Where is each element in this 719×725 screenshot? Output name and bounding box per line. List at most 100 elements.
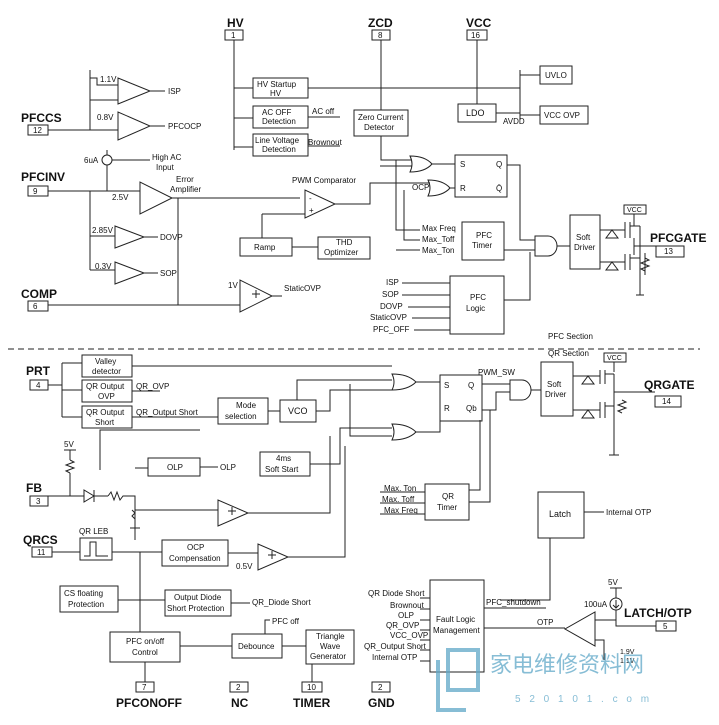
soft-driver-qr [540,361,574,417]
svg-text:Logic: Logic [466,304,485,313]
svg-text:StaticOVP: StaticOVP [370,313,407,322]
svg-text:OLP: OLP [167,463,183,472]
svg-text:PFC on/off: PFC on/off [126,637,165,646]
svg-text:Line Voltage: Line Voltage [255,136,300,145]
svg-text:VCC OVP: VCC OVP [544,111,580,120]
svg-text:Max_Toff: Max_Toff [422,235,455,244]
sr-latch-qr [439,374,483,422]
svg-text:Short: Short [95,418,115,427]
svg-text:HV: HV [270,89,282,98]
svg-text:PFC off: PFC off [272,617,300,626]
svg-text:Soft: Soft [547,380,562,389]
svg-text:SOP: SOP [382,290,399,299]
pin-zcd-num: 8 [378,31,383,40]
svg-text:Detector: Detector [364,123,395,132]
svg-text:Brownout: Brownout [390,601,425,610]
pin-comp-num: 6 [33,302,38,311]
svg-text:Mode: Mode [236,401,257,410]
svg-text:detector: detector [92,367,121,376]
svg-text:Detection: Detection [262,145,296,154]
svg-text:PFC: PFC [476,231,492,240]
svg-text:VCC: VCC [607,355,622,362]
svg-text:Short Protection: Short Protection [167,604,224,613]
thd-optimizer-block [317,236,371,260]
ocp-compensation-block [161,539,229,567]
svg-text:1V: 1V [228,281,238,290]
svg-text:Driver: Driver [545,390,567,399]
svg-text:100uA: 100uA [584,600,608,609]
svg-text:4ms: 4ms [276,454,291,463]
svg-text:R: R [444,404,450,413]
svg-text:QR Section: QR Section [548,349,589,358]
svg-text:QR_OVP: QR_OVP [136,382,169,391]
svg-text:Management: Management [433,626,480,635]
pin-qrgate-label: QRGATE [644,378,694,392]
svg-text:2.85V: 2.85V [92,226,114,235]
uvlo-block [539,65,573,85]
svg-text:Qb: Qb [466,404,477,413]
pin-pfcinv-num: 9 [33,187,38,196]
svg-text:Generator: Generator [310,652,346,661]
svg-text:6uA: 6uA [84,156,99,165]
pin-nc-label: NC [231,696,249,710]
svg-text:Error: Error [176,175,194,184]
svg-text:AC off: AC off [312,107,335,116]
svg-text:Max_Ton: Max_Ton [422,246,454,255]
svg-text:PWM_SW: PWM_SW [478,368,515,377]
svg-text:PFC_OFF: PFC_OFF [373,325,410,334]
svg-text:VCC_OVP: VCC_OVP [390,631,428,640]
svg-text:Max Freq: Max Freq [384,506,418,515]
svg-text:QR Output: QR Output [86,408,125,417]
svg-text:Detection: Detection [262,117,296,126]
pin-hv-label: HV [227,16,244,30]
svg-text:5 2 0 1 0 1 . c o m: 5 2 0 1 0 1 . c o m [515,694,652,705]
svg-text:Valley: Valley [95,357,116,366]
svg-text:Timer: Timer [472,241,492,250]
svg-text:QR_Diode Short: QR_Diode Short [252,598,311,607]
pin-fb-label: FB [26,481,42,495]
svg-text:ISP: ISP [386,278,399,287]
pin-pfccs-num: 12 [33,126,42,135]
svg-text:PFC_shutdown: PFC_shutdown [486,598,541,607]
svg-text:1.9V: 1.9V [620,649,635,656]
svg-text:Latch: Latch [549,509,571,519]
pin-fb-num: 3 [36,497,41,506]
pin-comp-label: COMP [21,287,57,301]
svg-text:OCP: OCP [412,183,429,192]
svg-text:THD: THD [336,238,353,247]
mode-selection-block [217,397,269,425]
line-voltage-block [252,133,309,157]
svg-text:Output Diode: Output Diode [174,593,222,602]
pfc-logic-block [449,275,505,335]
svg-text:Timer: Timer [437,503,457,512]
svg-text:Zero Current: Zero Current [358,113,404,122]
soft-driver-pfc [569,214,601,270]
svg-text:Brownout: Brownout [308,138,343,147]
svg-text:QR Diode Short: QR Diode Short [368,589,425,598]
svg-text:PWM Comparator: PWM Comparator [292,176,356,185]
svg-text:2.5V: 2.5V [112,193,129,202]
svg-text:Soft: Soft [576,233,591,242]
svg-text:StaticOVP: StaticOVP [284,284,321,293]
pfc-timer-block [461,221,505,261]
svg-text:QR Output: QR Output [86,382,125,391]
svg-text:HV Startup: HV Startup [257,80,297,89]
svg-text:selection: selection [225,412,257,421]
svg-text:UVLO: UVLO [545,71,567,80]
svg-text:Protection: Protection [68,600,104,609]
svg-text:QR_Output Short: QR_Output Short [136,408,199,417]
svg-text:PFCOCP: PFCOCP [168,122,201,131]
svg-text:SOP: SOP [160,269,177,278]
svg-text:PFC: PFC [470,293,486,302]
svg-text:ISP: ISP [168,87,181,96]
pin-vcc-label: VCC [466,16,492,30]
svg-text:Soft Start: Soft Start [265,465,299,474]
svg-text:+: + [309,206,314,215]
svg-text:S: S [460,160,465,169]
triangle-wave-block [305,629,355,665]
pin-qrgate-num: 14 [662,397,671,406]
svg-text:Q̄: Q̄ [496,184,502,193]
svg-text:家电维修资料网: 家电维修资料网 [490,652,644,677]
svg-text:Optimizer: Optimizer [324,248,359,257]
